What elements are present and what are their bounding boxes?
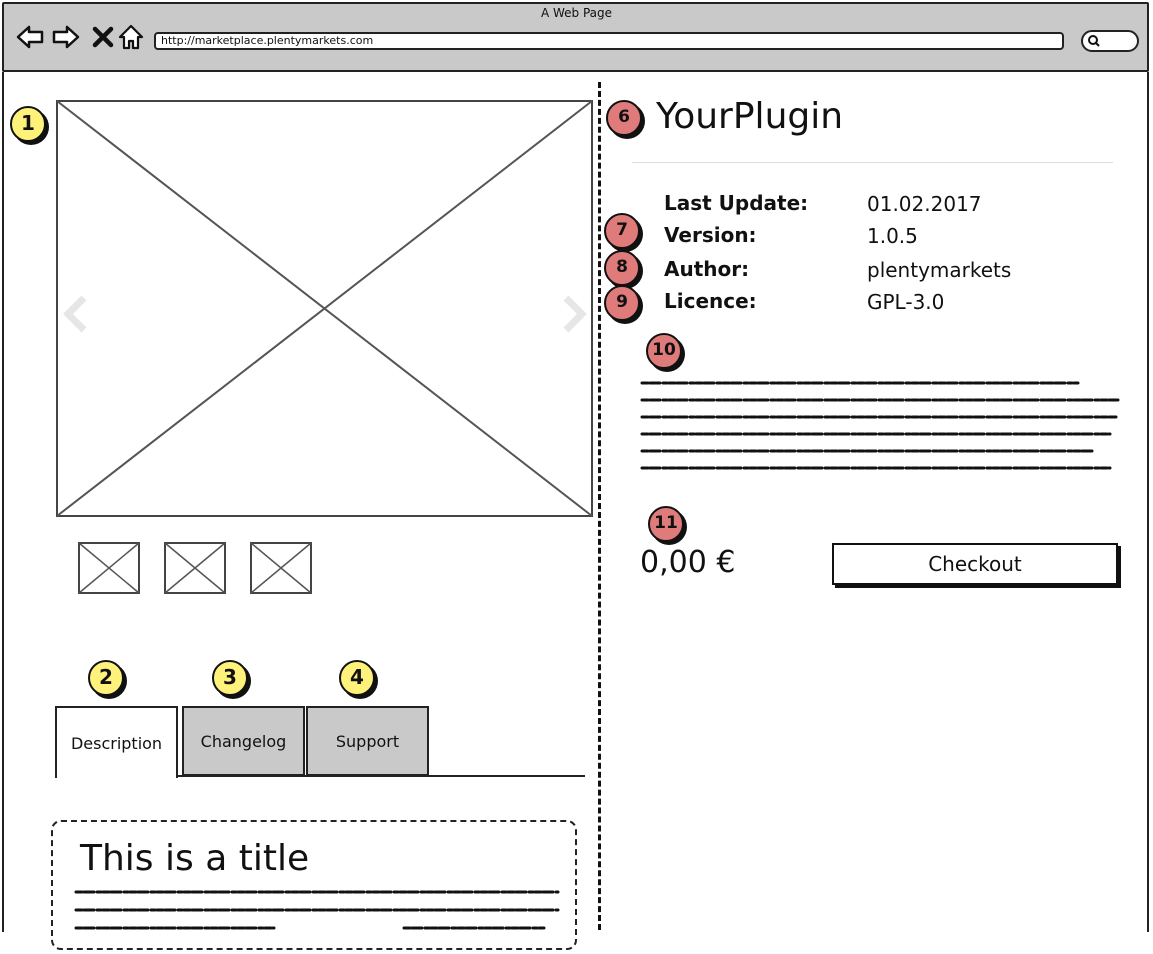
plugin-description-scribble bbox=[640, 381, 1120, 470]
annotation-badge-6: 6 bbox=[606, 100, 642, 136]
tab-label: Description bbox=[70, 733, 163, 753]
close-icon[interactable] bbox=[88, 22, 118, 52]
search-icon bbox=[1088, 35, 1100, 47]
annotation-badge-4: 4 bbox=[339, 660, 375, 696]
tab-description[interactable]: Description bbox=[55, 706, 178, 778]
tab-baseline bbox=[178, 775, 585, 777]
annotation-badge-9: 9 bbox=[604, 285, 640, 321]
browser-search-field[interactable] bbox=[1081, 30, 1139, 52]
thumbnail-1[interactable] bbox=[78, 542, 140, 594]
chevron-right-icon[interactable] bbox=[560, 294, 588, 334]
meta-value-author: plentymarkets bbox=[867, 258, 1012, 282]
annotation-badge-11: 11 bbox=[648, 506, 684, 542]
annotation-badge-3: 3 bbox=[212, 660, 248, 696]
meta-value-licence: GPL-3.0 bbox=[867, 290, 945, 314]
title-divider bbox=[632, 162, 1113, 163]
chevron-left-icon[interactable] bbox=[62, 294, 90, 334]
meta-value-last-update: 01.02.2017 bbox=[867, 192, 982, 216]
meta-label-last-update: Last Update: bbox=[664, 191, 809, 215]
description-panel bbox=[51, 820, 577, 950]
plugin-name: YourPlugin bbox=[656, 96, 844, 137]
annotation-badge-1: 1 bbox=[10, 106, 46, 142]
window-title: A Web Page bbox=[540, 6, 613, 20]
tab-label: Support bbox=[335, 731, 400, 751]
page-frame bbox=[2, 72, 1149, 932]
tab-label: Changelog bbox=[200, 731, 287, 751]
thumbnail-3[interactable] bbox=[250, 542, 312, 594]
annotation-badge-7: 7 bbox=[604, 213, 640, 249]
price: 0,00 € bbox=[640, 545, 736, 580]
checkout-button[interactable]: Checkout bbox=[832, 543, 1118, 585]
back-arrow-icon[interactable] bbox=[15, 22, 45, 52]
meta-label-version: Version: bbox=[664, 223, 757, 247]
tab-support[interactable]: Support bbox=[306, 706, 429, 776]
meta-value-version: 1.0.5 bbox=[867, 224, 918, 248]
main-image-placeholder[interactable] bbox=[56, 100, 593, 517]
url-field[interactable]: http://marketplace.plentymarkets.com bbox=[154, 32, 1064, 50]
forward-arrow-icon[interactable] bbox=[51, 22, 81, 52]
placeholder-text-scribble bbox=[74, 890, 560, 930]
column-divider bbox=[598, 82, 605, 930]
home-icon[interactable] bbox=[116, 22, 146, 52]
annotation-badge-8: 8 bbox=[604, 250, 640, 286]
content-title: This is a title bbox=[80, 838, 310, 879]
meta-label-author: Author: bbox=[664, 257, 750, 281]
meta-label-licence: Licence: bbox=[664, 289, 757, 313]
annotation-badge-2: 2 bbox=[88, 660, 124, 696]
tab-changelog[interactable]: Changelog bbox=[182, 706, 305, 776]
annotation-badge-10: 10 bbox=[646, 333, 682, 369]
thumbnail-2[interactable] bbox=[164, 542, 226, 594]
